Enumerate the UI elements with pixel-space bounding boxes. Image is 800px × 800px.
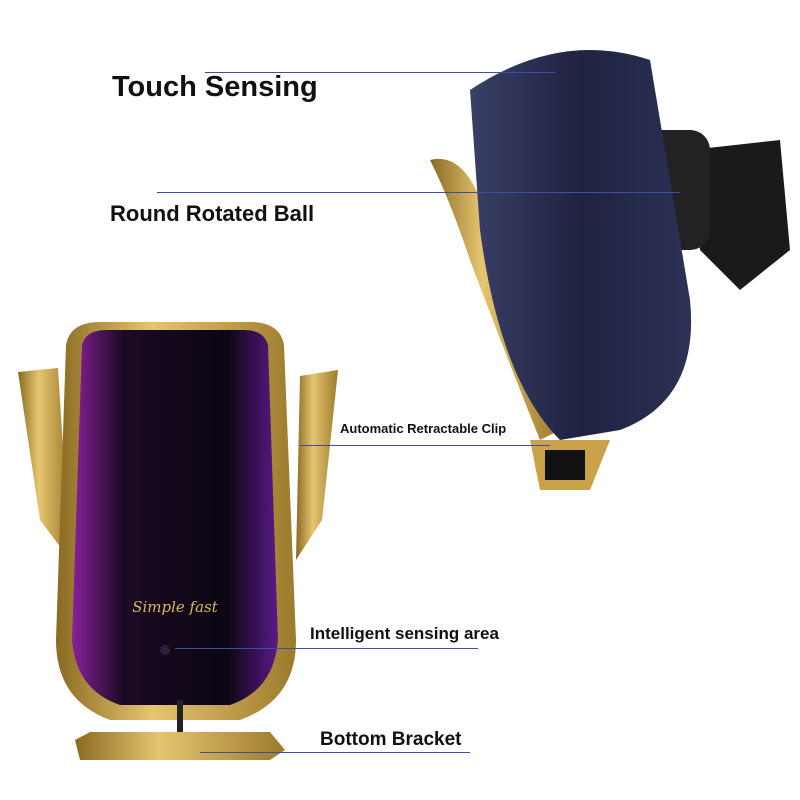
retractable-clip-label: Automatic Retractable Clip [340, 421, 507, 436]
bottom-bracket-pointer [200, 752, 470, 753]
front-view-holder [18, 322, 338, 760]
retractable-clip-pointer [300, 445, 550, 446]
round-rotated-ball-pointer [157, 192, 680, 193]
touch-sensing-label: Touch Sensing [112, 71, 318, 103]
logo-text: Simple fast [132, 598, 219, 616]
sensing-area-label: Intelligent sensing area [310, 624, 499, 643]
side-view-holder [430, 50, 790, 490]
bottom-bracket-label: Bottom Bracket [320, 729, 462, 750]
round-rotated-ball-label: Round Rotated Ball [110, 201, 315, 226]
sensing-area-pointer [175, 648, 478, 649]
touch-sensing-pointer [205, 72, 555, 73]
